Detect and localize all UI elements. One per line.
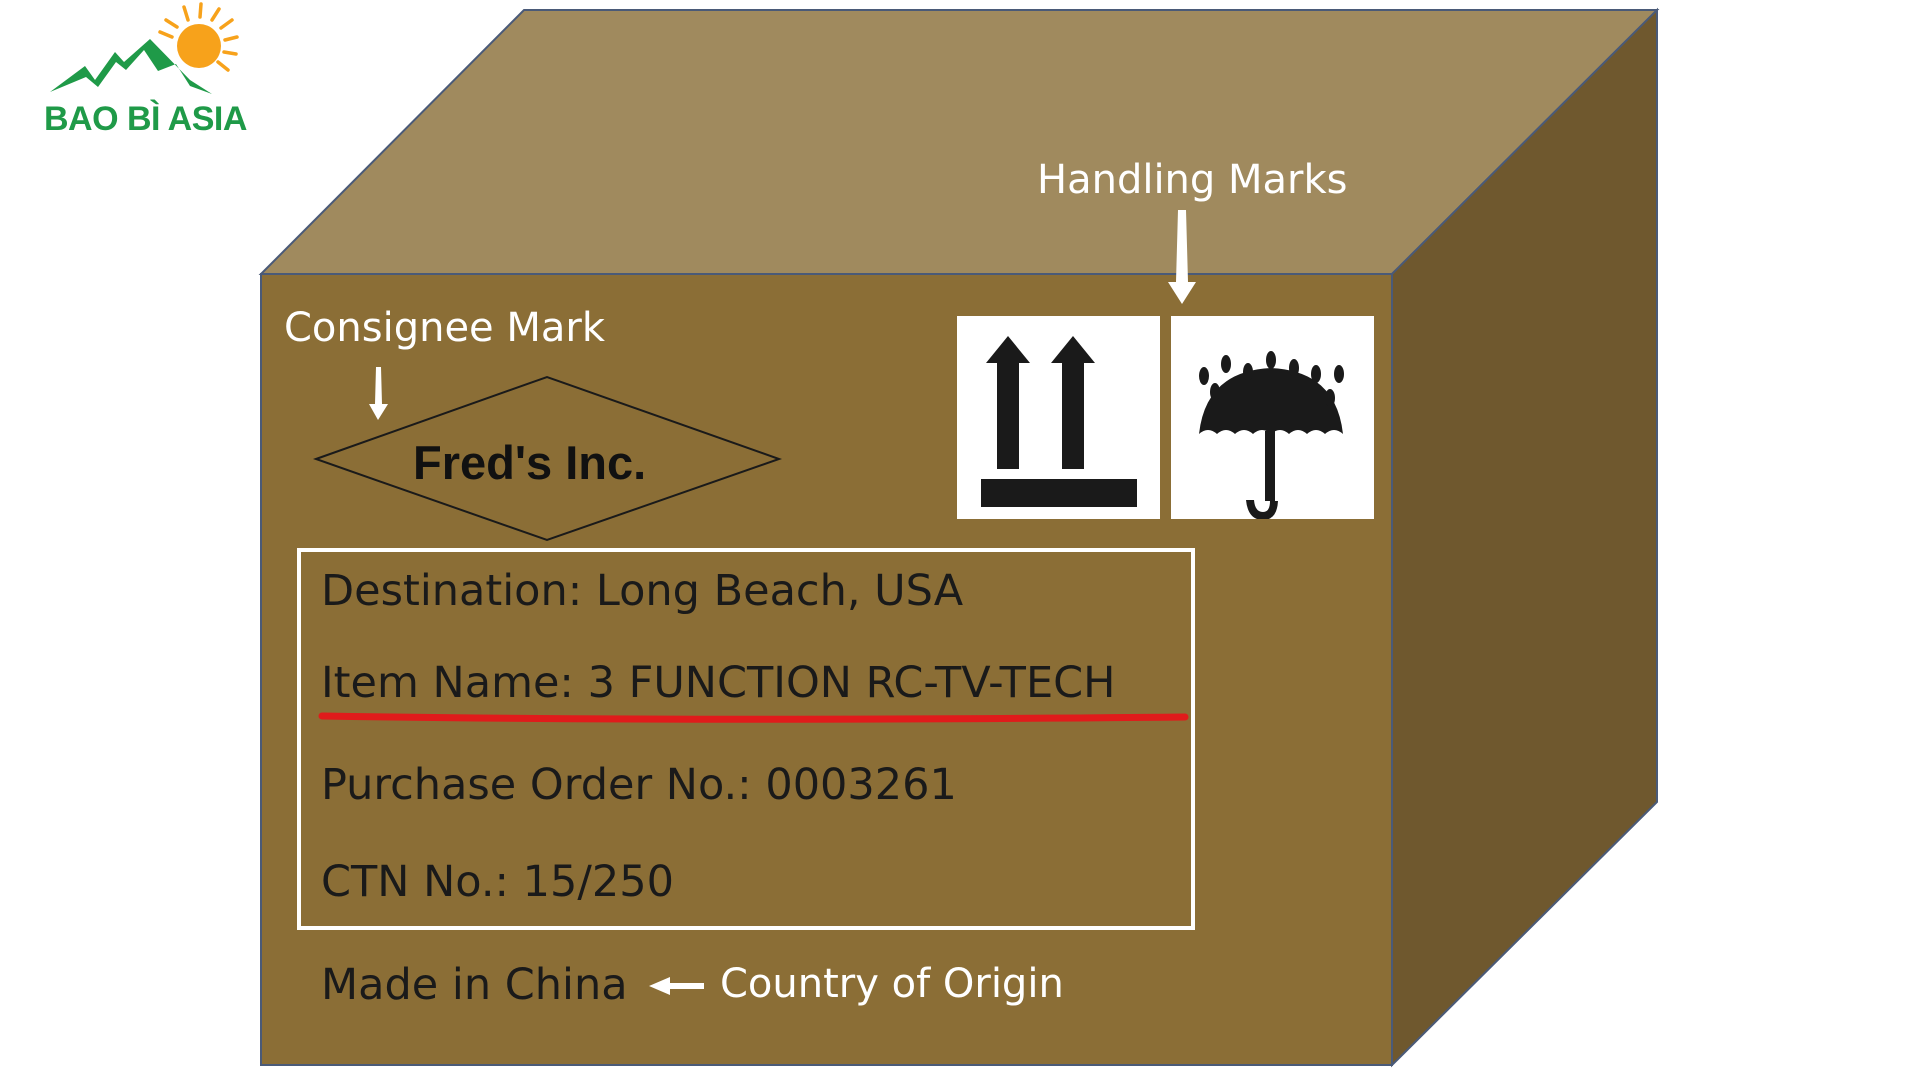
item-name-line: Item Name: 3 FUNCTION RC-TV-TECH xyxy=(321,658,1116,708)
ctn-line: CTN No.: 15/250 xyxy=(321,857,674,907)
consignee-mark-label: Consignee Mark xyxy=(284,305,606,351)
consignee-name: Fred's Inc. xyxy=(413,436,647,489)
origin-text: Made in China xyxy=(321,960,628,1010)
handling-marks-label: Handling Marks xyxy=(1037,157,1348,203)
logo: BAO BÌ ASIA xyxy=(40,0,270,140)
keep-dry-icon xyxy=(1171,316,1374,520)
origin-arrow-icon xyxy=(649,977,704,995)
this-way-up-icon xyxy=(957,316,1160,519)
purchase-order-line: Purchase Order No.: 0003261 xyxy=(321,760,957,810)
handling-arrow-icon xyxy=(1168,210,1196,304)
logo-text: BAO BÌ ASIA xyxy=(44,100,247,138)
consignee-diamond xyxy=(312,375,783,542)
logo-mountain-sun-icon xyxy=(50,2,239,94)
consignee-arrow-icon xyxy=(369,367,388,420)
item-name-underline xyxy=(318,712,1189,723)
destination-line: Destination: Long Beach, USA xyxy=(321,566,964,616)
details-frame xyxy=(297,548,1195,930)
country-of-origin-label: Country of Origin xyxy=(720,961,1064,1007)
